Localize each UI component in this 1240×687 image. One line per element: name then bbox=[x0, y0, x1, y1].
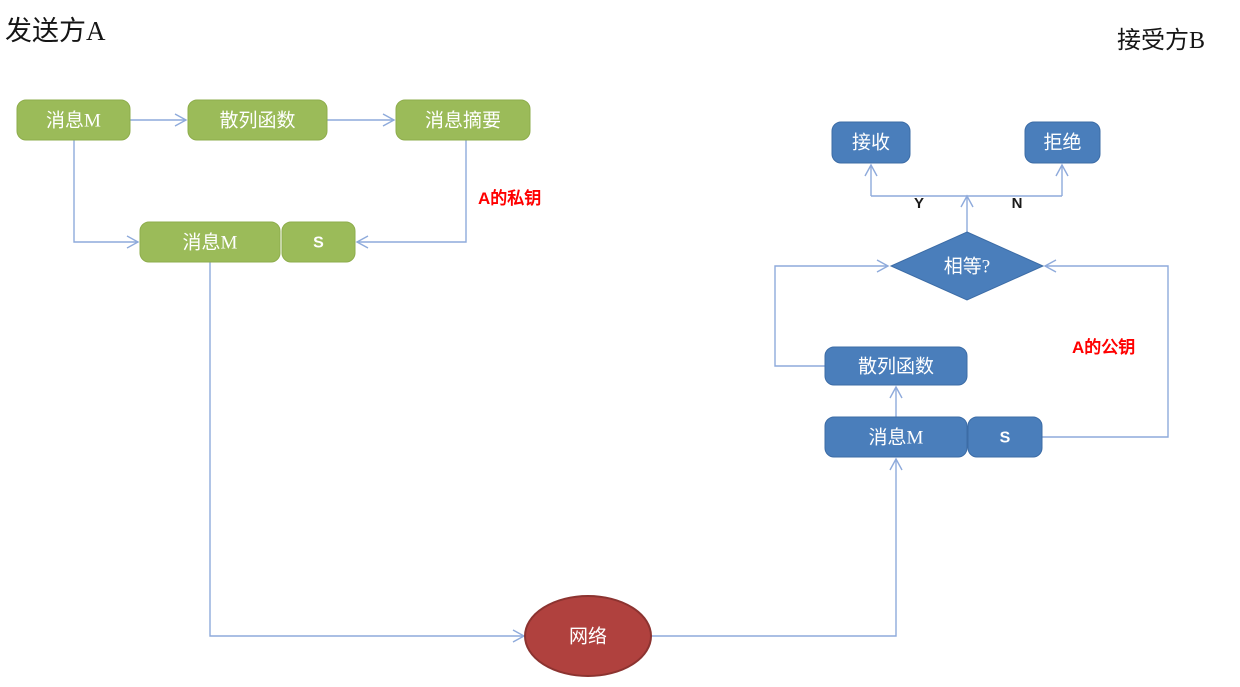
connector-digest-to-signature bbox=[355, 140, 467, 249]
sender-message-label: 消息M bbox=[46, 110, 101, 132]
node-network[interactable]: 网络 bbox=[524, 595, 652, 677]
sender-signature-box[interactable] bbox=[281, 221, 356, 263]
sender-message-box[interactable] bbox=[16, 99, 131, 141]
sender-hash-box[interactable] bbox=[187, 99, 328, 141]
accept-label: 接收 bbox=[852, 132, 890, 154]
sender-signed-message-box[interactable] bbox=[139, 221, 281, 263]
network-ellipse[interactable] bbox=[524, 595, 652, 677]
connector-receiver-message-to-hash bbox=[889, 385, 903, 417]
branch-yes-label: Y bbox=[914, 195, 924, 212]
node-sender-message-digest[interactable]: 消息摘要 bbox=[395, 99, 531, 141]
receiver-signature-box[interactable] bbox=[967, 416, 1043, 458]
node-sender-signed-message[interactable]: 消息M bbox=[139, 221, 281, 263]
receiver-message-box[interactable] bbox=[824, 416, 968, 458]
node-sender-hash-function[interactable]: 散列函数 bbox=[187, 99, 328, 141]
connector-compare-branches bbox=[864, 163, 1069, 232]
node-receiver-message[interactable]: 消息M bbox=[824, 416, 968, 458]
connector-network-to-receiver-message bbox=[651, 457, 903, 637]
node-receiver-signature[interactable]: S bbox=[967, 416, 1043, 458]
connector-message-to-hash bbox=[130, 113, 188, 127]
receiver-hash-box[interactable] bbox=[824, 346, 968, 386]
compare-diamond[interactable] bbox=[889, 231, 1045, 301]
sender-title: 发送方A bbox=[5, 16, 106, 46]
connector-signature-to-compare bbox=[1042, 259, 1169, 438]
reject-box[interactable] bbox=[1024, 121, 1101, 164]
compare-label: 相等? bbox=[944, 256, 990, 278]
accept-box[interactable] bbox=[831, 121, 911, 164]
node-accept[interactable]: 接收 bbox=[831, 121, 911, 164]
node-compare-decision[interactable]: 相等? bbox=[889, 231, 1045, 301]
sender-digest-box[interactable] bbox=[395, 99, 531, 141]
sender-hash-label: 散列函数 bbox=[219, 110, 295, 132]
connector-hash-to-digest bbox=[327, 113, 396, 127]
connector-signed-message-to-network bbox=[209, 262, 526, 643]
sender-signed-message-label: 消息M bbox=[183, 232, 238, 254]
receiver-signature-label: S bbox=[1000, 430, 1011, 447]
connector-message-to-signed-message bbox=[73, 140, 140, 249]
sender-signature-label: S bbox=[313, 235, 324, 252]
receiver-title: 接受方B bbox=[1117, 27, 1205, 54]
sender-digest-label: 消息摘要 bbox=[425, 110, 501, 132]
node-sender-signature[interactable]: S bbox=[281, 221, 356, 263]
receiver-message-label: 消息M bbox=[869, 427, 924, 449]
branch-no-label: N bbox=[1012, 195, 1023, 212]
node-receiver-hash-function[interactable]: 散列函数 bbox=[824, 346, 968, 386]
reject-label: 拒绝 bbox=[1043, 132, 1081, 154]
node-reject[interactable]: 拒绝 bbox=[1024, 121, 1101, 164]
network-label: 网络 bbox=[569, 626, 607, 648]
public-key-label: A的公钥 bbox=[1072, 337, 1135, 357]
node-sender-message[interactable]: 消息M bbox=[16, 99, 131, 141]
receiver-hash-label: 散列函数 bbox=[858, 356, 934, 378]
connector-receiver-hash-to-compare bbox=[774, 259, 890, 367]
private-key-label: A的私钥 bbox=[478, 188, 541, 208]
